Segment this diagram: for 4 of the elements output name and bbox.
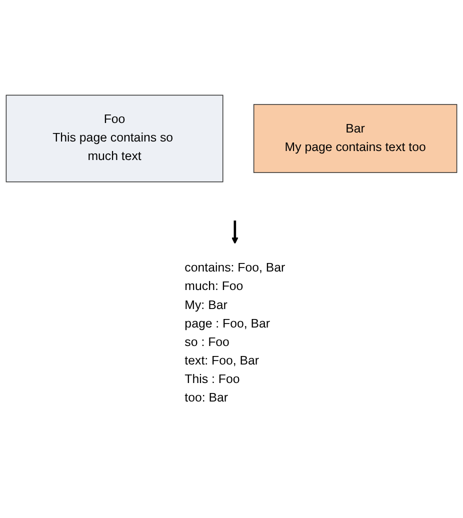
node-text: contains: Foo, Bar much: Foo My: Bar page : Foo, Bar so : Foo text: Foo, Bar This : Foo too: Bar [184,261,286,404]
node-box: Bar My page contains text too [253,104,458,173]
arrow [232,220,238,244]
node-box: Foo This page contains so much text [6,94,224,182]
